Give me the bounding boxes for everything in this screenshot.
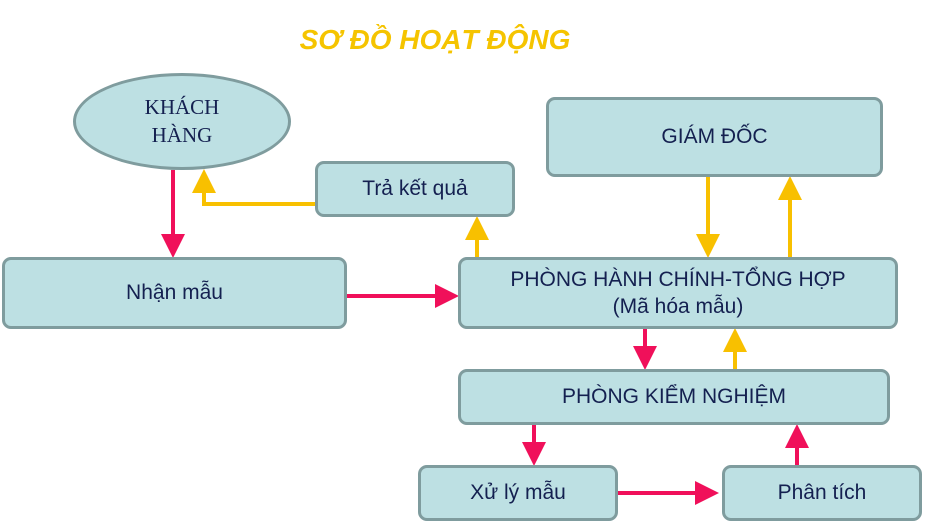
node-customer-line1: KHÁCH (144, 95, 220, 120)
node-analysis: Phân tích (722, 465, 922, 521)
diagram-title: SƠ ĐỒ HOẠT ĐỘNG (299, 24, 571, 55)
node-lab: PHÒNG KIỂM NGHIỆM (458, 369, 890, 425)
node-admin-line2: (Mã hóa mẫu) (612, 295, 744, 318)
node-director: GIÁM ĐỐC (546, 97, 883, 177)
node-admin-line1: PHÒNG HÀNH CHÍNH-TỔNG HỢP (510, 267, 846, 291)
node-customer-line2: HÀNG (151, 122, 213, 147)
node-process-sample: Xử lý mẫu (418, 465, 618, 521)
node-customer: KHÁCH HÀNG (73, 73, 291, 170)
node-return-results: Trả kết quả (315, 161, 515, 217)
node-receive-sample: Nhận mẫu (2, 257, 347, 329)
arrow-return-to-customer (192, 169, 315, 206)
node-admin: PHÒNG HÀNH CHÍNH-TỔNG HỢP (Mã hóa mẫu) (458, 257, 898, 329)
